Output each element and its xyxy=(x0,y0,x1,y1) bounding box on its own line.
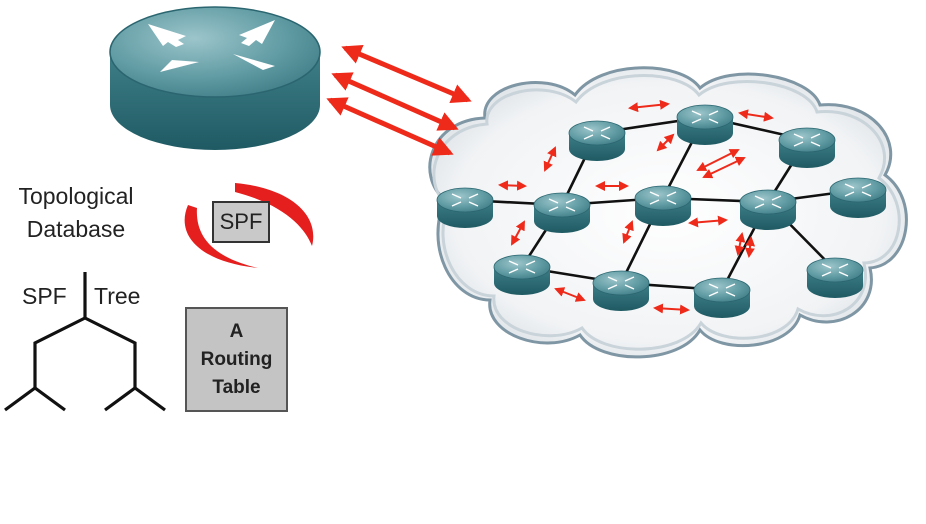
label-line: Table xyxy=(212,376,261,398)
router-icon xyxy=(676,104,734,146)
label-line: Routing xyxy=(200,348,273,370)
topological-database-label: Topological Database xyxy=(6,180,146,246)
flooding-arrows xyxy=(326,45,472,156)
label-line: Topological xyxy=(18,183,134,209)
spf-arc-icon xyxy=(184,183,314,268)
spf-tree-label-left: SPF xyxy=(22,283,67,309)
label-line: A xyxy=(229,320,244,342)
spf-tree-icon xyxy=(4,272,166,412)
router-icon xyxy=(493,254,551,296)
spf-algorithm-box: SPF xyxy=(212,201,270,243)
label-line: Database xyxy=(26,216,126,242)
router-icon xyxy=(436,187,494,229)
router-icon xyxy=(568,120,626,162)
spf-tree-label-right: Tree xyxy=(94,283,141,309)
router-icon xyxy=(739,189,797,231)
router-icon xyxy=(829,177,887,219)
router-icon xyxy=(693,277,751,319)
routing-table-box: A Routing Table xyxy=(185,307,288,412)
router-icon xyxy=(634,185,692,227)
router-icon xyxy=(533,192,591,234)
router-icon xyxy=(592,270,650,312)
router-icon xyxy=(806,257,864,299)
router-icon xyxy=(778,127,836,169)
lsa-arrows xyxy=(498,99,774,315)
large-router-icon xyxy=(109,6,321,150)
